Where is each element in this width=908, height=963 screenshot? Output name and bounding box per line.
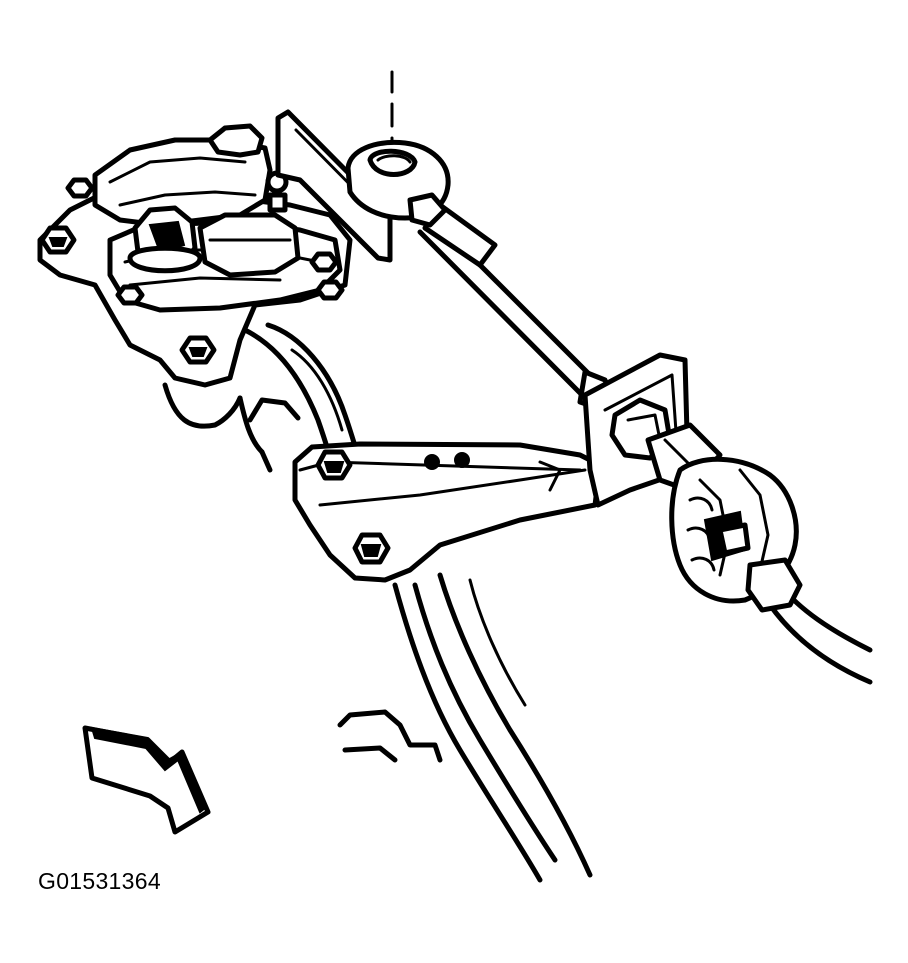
actuator-assembly	[37, 109, 393, 388]
cable-bracket	[292, 352, 691, 583]
figure-id-label: G01531364	[38, 868, 161, 894]
frame-crossmember	[162, 322, 593, 883]
front-direction-arrow-icon	[82, 725, 211, 835]
shift-cable	[609, 397, 873, 685]
shift-linkage	[345, 70, 615, 411]
